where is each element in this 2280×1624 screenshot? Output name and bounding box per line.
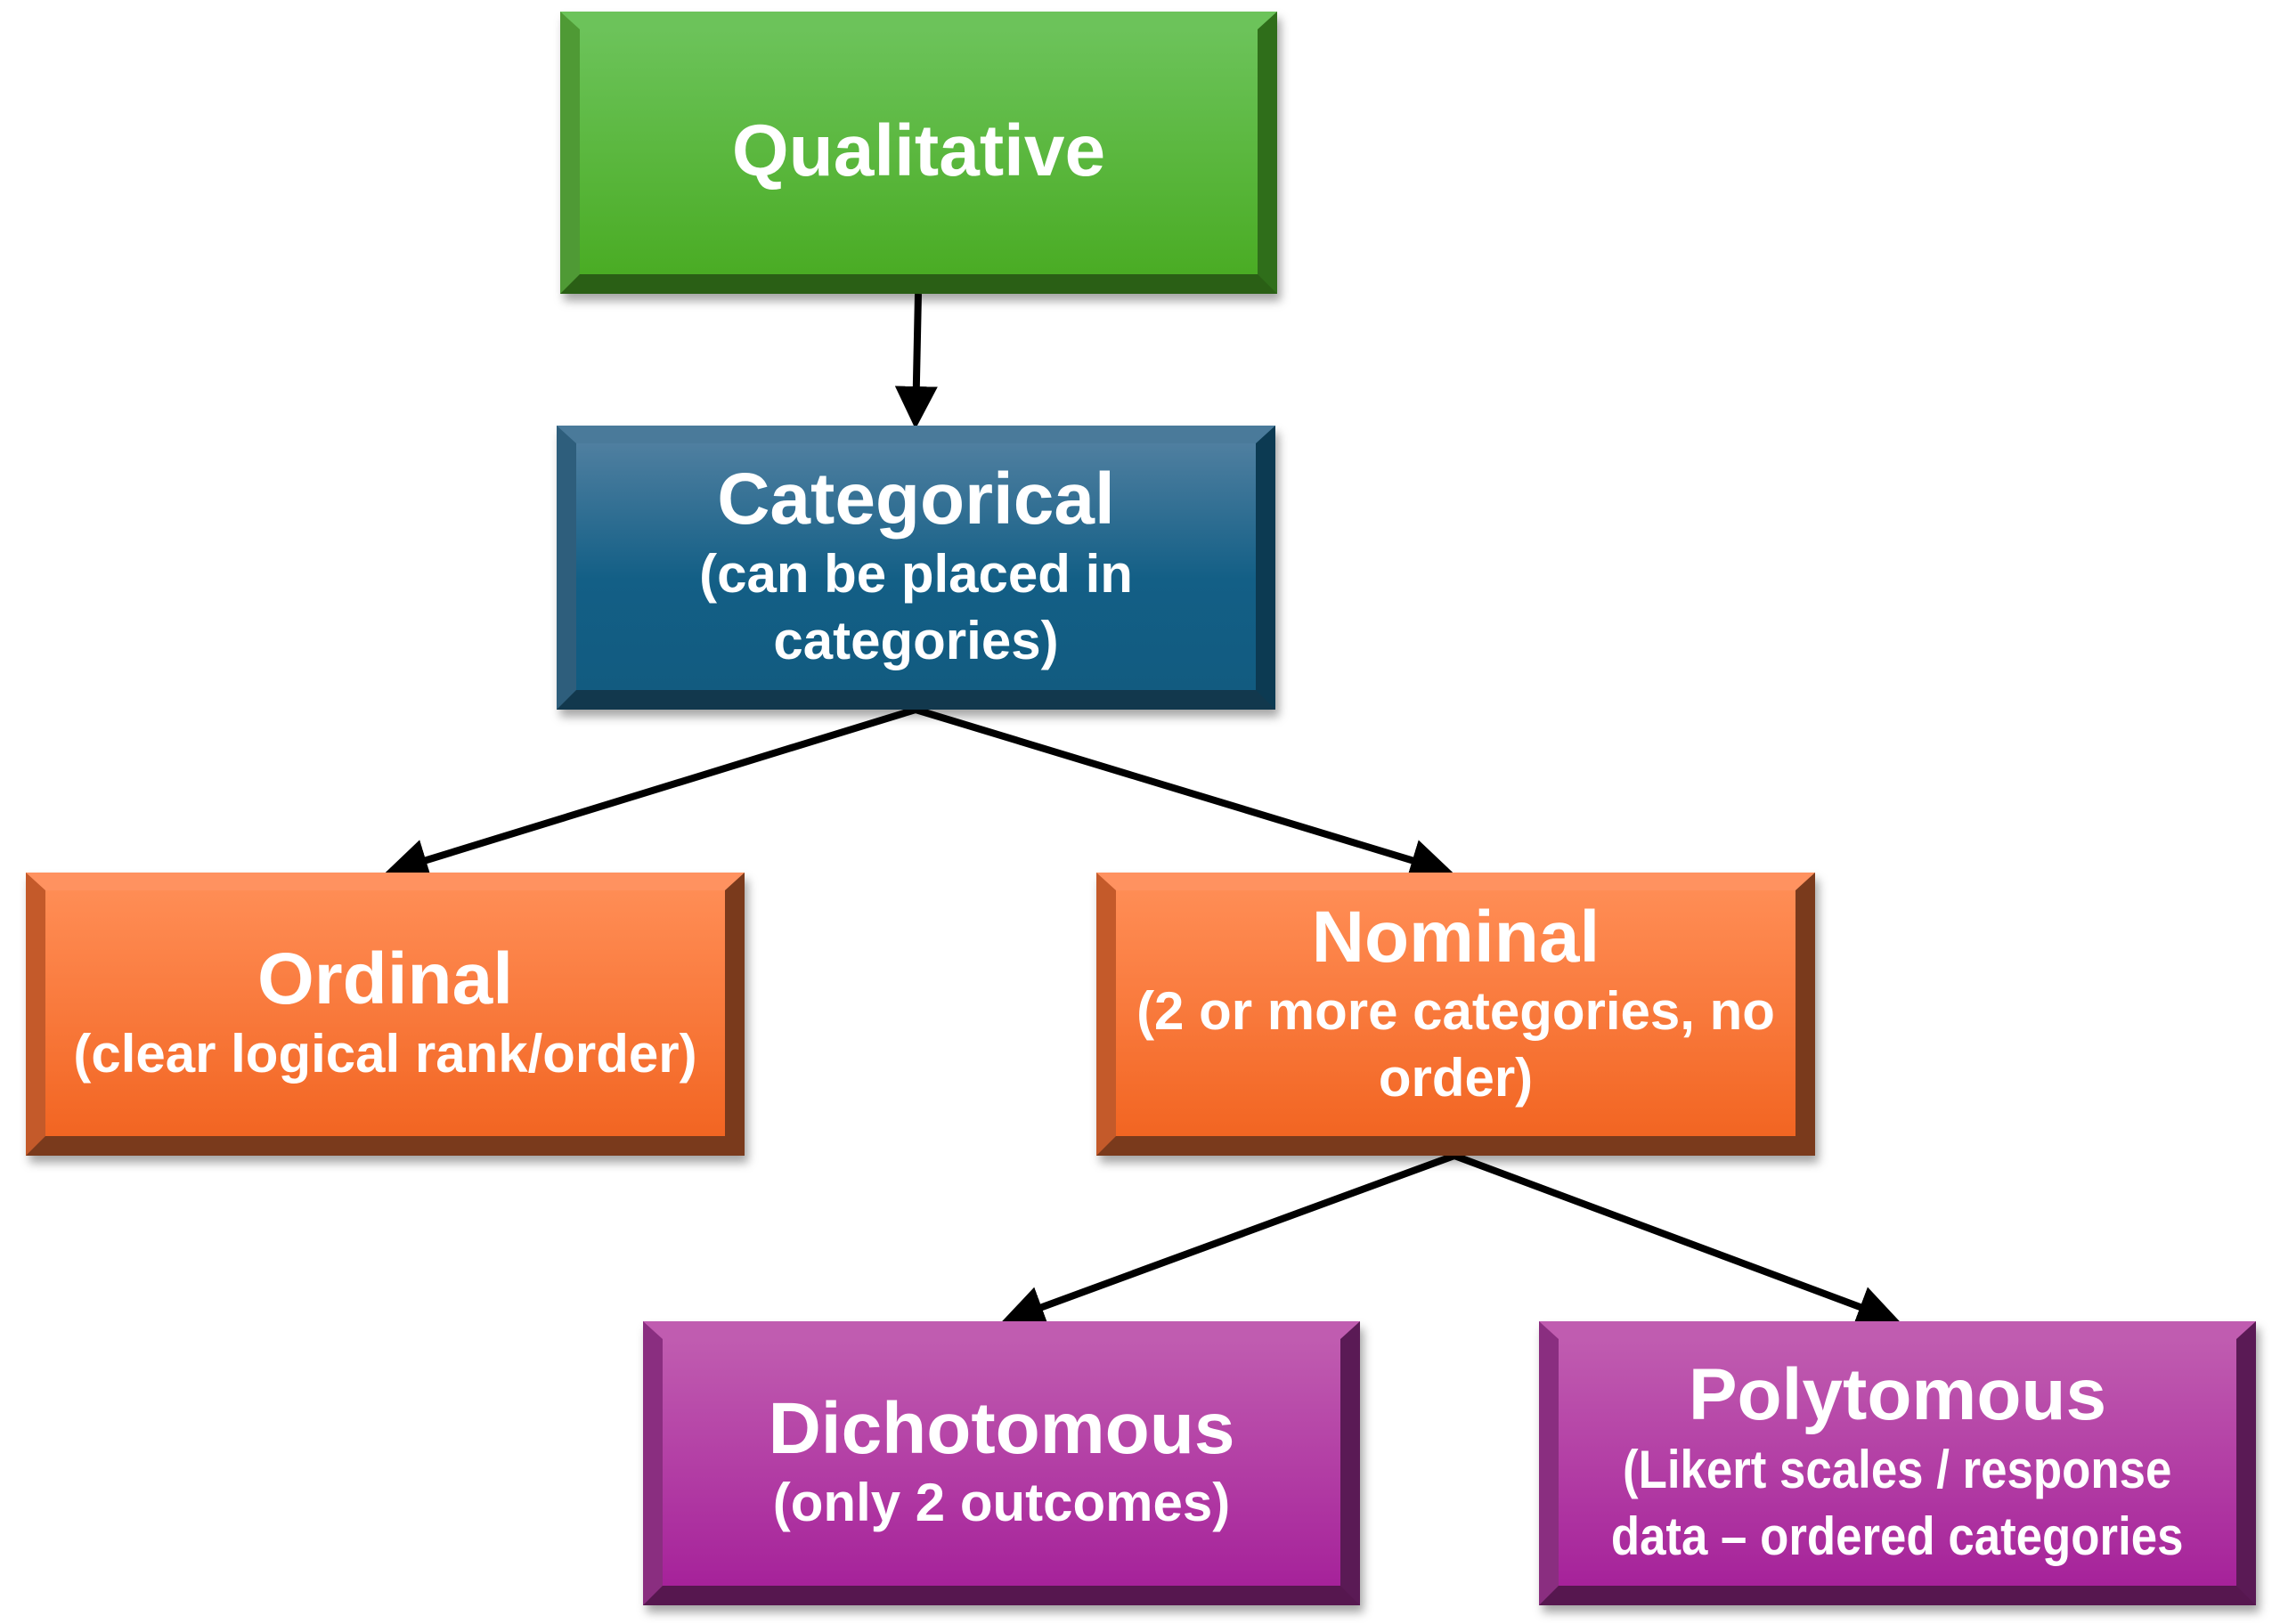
node-qualitative: Qualitative: [560, 12, 1277, 294]
arrow-categorical-nominal: [914, 706, 1454, 881]
node-subtitle: order): [1378, 1048, 1534, 1108]
node-polytomous: Polytomous (Likert scales / response dat…: [1539, 1321, 2256, 1605]
node-subtitle: (2 or more categories, no: [1136, 981, 1775, 1042]
node-nominal: Nominal (2 or more categories, no order): [1096, 873, 1815, 1156]
node-ordinal: Ordinal (clear logical rank/order): [26, 873, 745, 1156]
node-subtitle: (only 2 outcomes): [772, 1473, 1231, 1533]
node-subtitle: (clear logical rank/order): [73, 1023, 697, 1084]
node-title: Polytomous: [1688, 1354, 2107, 1436]
node-title: Categorical: [717, 459, 1115, 540]
node-title: Nominal: [1311, 897, 1600, 978]
node-subtitle: categories): [773, 610, 1059, 670]
node-subtitle: data – ordered categories: [1611, 1506, 2184, 1566]
node-title: Qualitative: [731, 110, 1106, 192]
node-title: Dichotomous: [768, 1387, 1235, 1469]
arrow-nominal-dichotomous: [1001, 1152, 1456, 1328]
node-title: Ordinal: [256, 938, 514, 1020]
node-dichotomous: Dichotomous (only 2 outcomes): [643, 1321, 1360, 1605]
arrow-categorical-ordinal: [385, 706, 917, 881]
arrow-qualitative-categorical: [894, 293, 938, 429]
node-subtitle: (Likert scales / response: [1623, 1439, 2172, 1499]
node-categorical: Categorical (can be placed in categories…: [557, 426, 1275, 710]
arrow-nominal-polytomous: [1453, 1152, 1901, 1328]
node-subtitle: (can be placed in: [699, 543, 1133, 604]
